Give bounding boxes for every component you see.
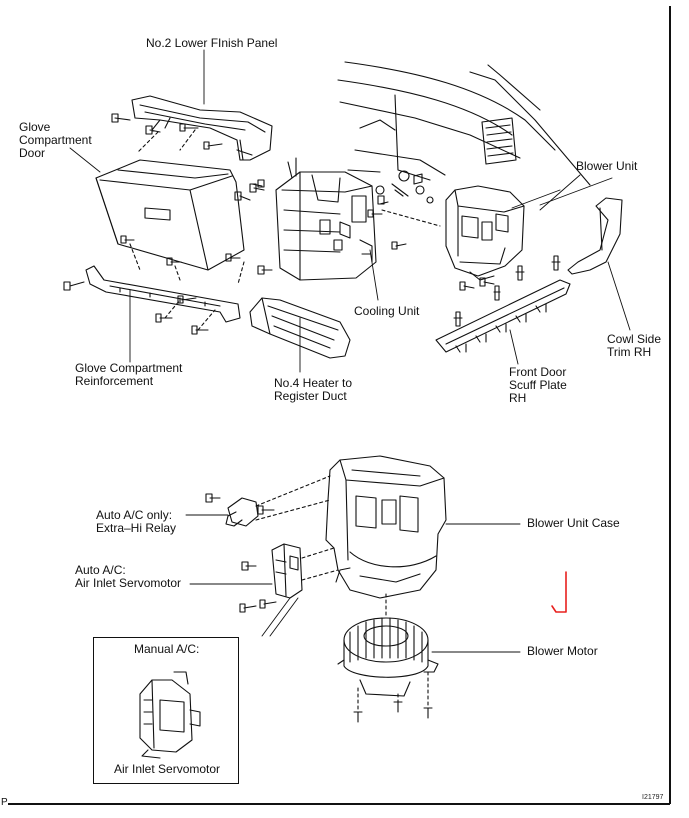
right-frame-line [669, 6, 671, 804]
label-blower-unit: Blower Unit [576, 160, 637, 173]
manual-servomotor-drawing [139, 671, 201, 759]
cowl-side-trim-drawing [567, 197, 631, 331]
blower-motor-drawing [337, 593, 521, 723]
label-line: Front Door [509, 365, 567, 379]
label-line: Auto A/C only: [96, 508, 173, 522]
label-lower-finish-panel: No.2 Lower FInish Panel [146, 37, 277, 50]
label-heater-duct: No.4 Heater to Register Duct [274, 377, 352, 403]
label-line: Scuff Plate [509, 378, 567, 392]
label-blower-unit-case: Blower Unit Case [527, 517, 620, 530]
dashboard-outline [337, 61, 591, 186]
label-line: Compartment [19, 133, 92, 147]
label-line: Register Duct [274, 389, 347, 403]
extra-hi-relay-drawing [185, 475, 331, 527]
label-glove-reinforcement: Glove Compartment Reinforcement [75, 362, 182, 388]
label-text: No.2 Lower FInish Panel [146, 36, 278, 50]
label-cooling-unit: Cooling Unit [354, 305, 419, 318]
label-line: Reinforcement [75, 374, 154, 388]
figure-reference: I21797 [642, 794, 664, 801]
label-text: Air Inlet Servomotor [114, 762, 221, 776]
label-line: Auto A/C: [75, 563, 126, 577]
label-text: Manual A/C: [134, 642, 200, 656]
label-extra-hi-relay: Auto A/C only: Extra–Hi Relay [96, 509, 176, 535]
label-manual-ac: Manual A/C: [134, 643, 199, 656]
label-line: Trim RH [607, 345, 652, 359]
label-air-inlet-servomotor-auto: Auto A/C: Air Inlet Servomotor [75, 564, 181, 590]
corner-mark: P [1, 797, 8, 808]
label-line: Cowl Side [607, 332, 662, 346]
bottom-frame-line [8, 803, 670, 805]
air-inlet-servomotor-drawing [189, 543, 339, 637]
label-blower-motor: Blower Motor [527, 645, 598, 658]
label-line: Door [19, 146, 46, 160]
label-line: RH [509, 391, 527, 405]
blower-unit-case-drawing [325, 455, 521, 599]
glove-compartment-door-drawing [69, 147, 265, 285]
label-text: Blower Unit Case [527, 516, 620, 530]
label-line: Extra–Hi Relay [96, 521, 177, 535]
label-line: Glove [19, 120, 51, 134]
heater-duct-drawing [249, 297, 351, 373]
label-cowl-side-trim: Cowl Side Trim RH [607, 333, 661, 359]
label-text: Blower Unit [576, 159, 638, 173]
cooling-unit-drawing [249, 157, 441, 301]
label-text: Cooling Unit [354, 304, 420, 318]
glove-reinforcement-drawing [63, 265, 241, 363]
label-front-door-scuff: Front Door Scuff Plate RH [509, 366, 567, 405]
label-line: Glove Compartment [75, 361, 183, 375]
blower-unit-drawing [445, 185, 561, 281]
label-air-inlet-servomotor-manual: Air Inlet Servomotor [114, 763, 220, 776]
label-line: No.4 Heater to [274, 376, 353, 390]
label-line: Air Inlet Servomotor [75, 576, 182, 590]
label-text: Blower Motor [527, 644, 598, 658]
red-annotation-arrow [551, 571, 567, 613]
front-door-scuff-plate-drawing [435, 255, 571, 365]
label-glove-door: Glove Compartment Door [19, 121, 92, 160]
lower-finish-panel-drawing [111, 95, 273, 161]
manual-ac-inset [93, 637, 239, 784]
